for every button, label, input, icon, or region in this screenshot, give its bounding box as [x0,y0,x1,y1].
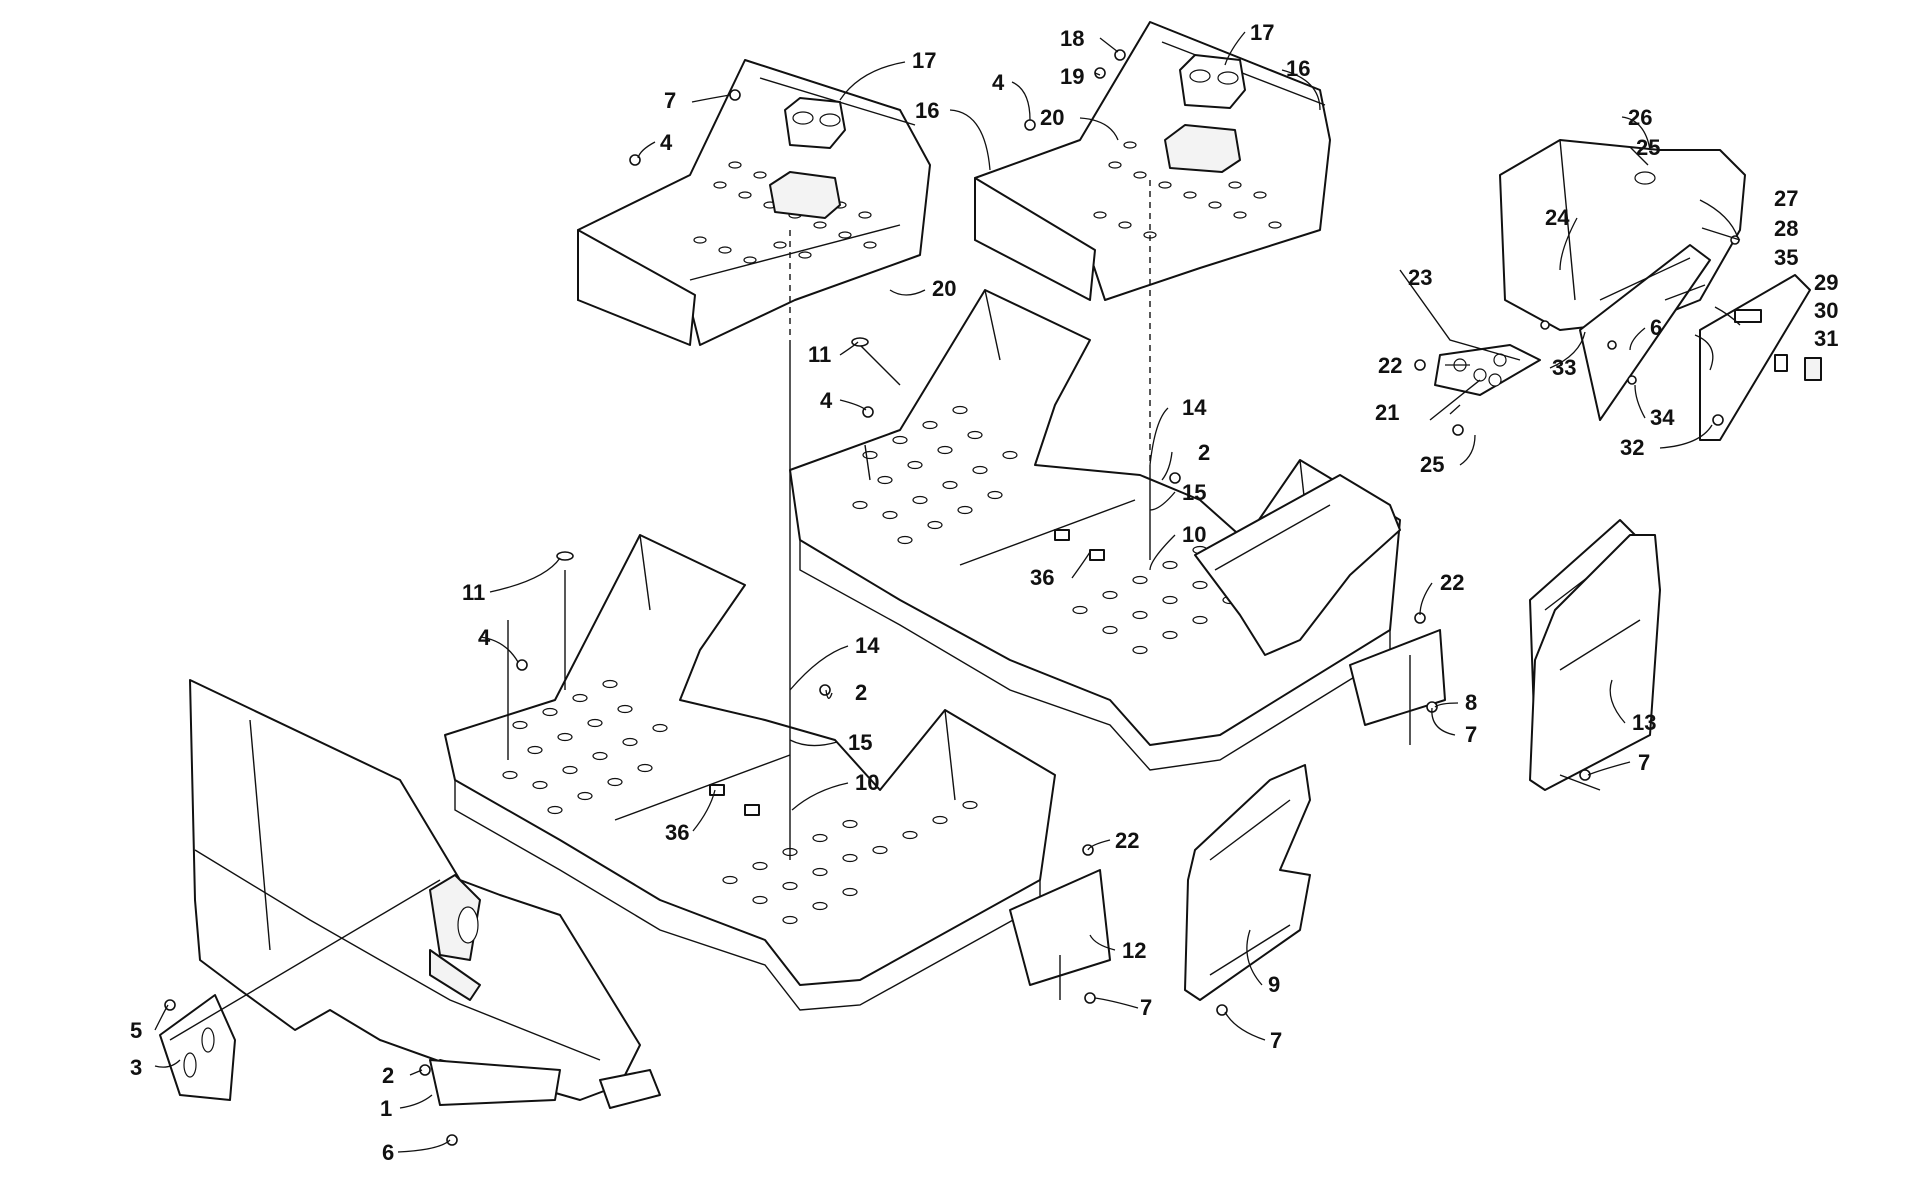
callout-36: 36 [1030,565,1054,590]
seat-tray-left [577,59,931,346]
callout-22: 22 [1378,353,1402,378]
callout-17: 17 [912,48,936,73]
callout-12: 12 [1122,938,1146,963]
plate-3 [159,994,236,1101]
callout-7: 7 [1140,995,1152,1020]
callout-31: 31 [1814,326,1838,351]
callout-20: 20 [1040,105,1064,130]
callout-23: 23 [1408,265,1432,290]
callout-25: 25 [1420,452,1444,477]
callout-7: 7 [1638,750,1650,775]
callout-16: 16 [1286,56,1310,81]
cupholder-right [1164,54,1246,173]
floor-pan-upper [789,289,1401,771]
callout-4: 4 [992,70,1005,95]
callout-36: 36 [665,820,689,845]
callout-32: 32 [1620,435,1644,460]
cupholder-left [769,97,846,219]
callout-28: 28 [1774,216,1798,241]
kick-panel-left [1194,474,1401,656]
door-panel-lower [1184,764,1311,1001]
callout-15: 15 [848,730,872,755]
callout-4: 4 [478,625,491,650]
storage-box-assembly [1399,139,1822,441]
callout-2: 2 [382,1063,394,1088]
callout-6: 6 [1650,315,1662,340]
tray-right-holes [1093,141,1282,239]
front-dash-panel [189,679,661,1109]
callout-9: 9 [1268,972,1280,997]
callout-14: 14 [855,633,880,658]
callout-6: 6 [382,1140,394,1165]
callout-22: 22 [1440,570,1464,595]
lower-floor-holes [502,679,978,925]
callout-1: 1 [380,1096,392,1121]
assembly-lines [169,180,1601,1041]
bracket-12 [1009,869,1111,986]
callout-3: 3 [130,1055,142,1080]
callout-21: 21 [1375,400,1399,425]
callout-17: 17 [1250,20,1274,45]
callout-33: 33 [1552,355,1576,380]
callout-26: 26 [1628,105,1652,130]
callout-4: 4 [660,130,673,155]
callout-35: 35 [1774,245,1798,270]
door-panel-upper [1529,534,1661,791]
callout-7: 7 [664,88,676,113]
floor-pan-lower [444,534,1056,1011]
callout-2: 2 [1198,440,1210,465]
callout-11: 11 [808,342,831,367]
callout-27: 27 [1774,186,1798,211]
callout-13: 13 [1632,710,1656,735]
callout-8: 8 [1465,690,1477,715]
callout-14: 14 [1182,395,1207,420]
callout-29: 29 [1814,270,1838,295]
callout-25: 25 [1636,135,1660,160]
bracket-8 [1349,629,1446,726]
callout-34: 34 [1650,405,1675,430]
callout-24: 24 [1545,205,1570,230]
callout-7: 7 [1465,722,1477,747]
callout-10: 10 [855,770,879,795]
callout-labels: 7 17 4 16 20 18 19 4 20 17 16 26 25 27 2… [130,20,1838,1165]
callout-15: 15 [1182,480,1206,505]
callout-18: 18 [1060,26,1084,51]
seat-tray-right [974,21,1331,301]
callout-10: 10 [1182,522,1206,547]
bracket-1 [429,1059,561,1106]
callout-2: 2 [855,680,867,705]
callout-11: 11 [462,580,485,605]
callout-20: 20 [932,276,956,301]
callout-7: 7 [1270,1028,1282,1053]
callout-4: 4 [820,388,833,413]
callout-30: 30 [1814,298,1838,323]
callout-5: 5 [130,1018,142,1043]
callout-16: 16 [915,98,939,123]
callout-19: 19 [1060,64,1084,89]
callout-leaders [154,31,1741,1153]
callout-22: 22 [1115,828,1139,853]
